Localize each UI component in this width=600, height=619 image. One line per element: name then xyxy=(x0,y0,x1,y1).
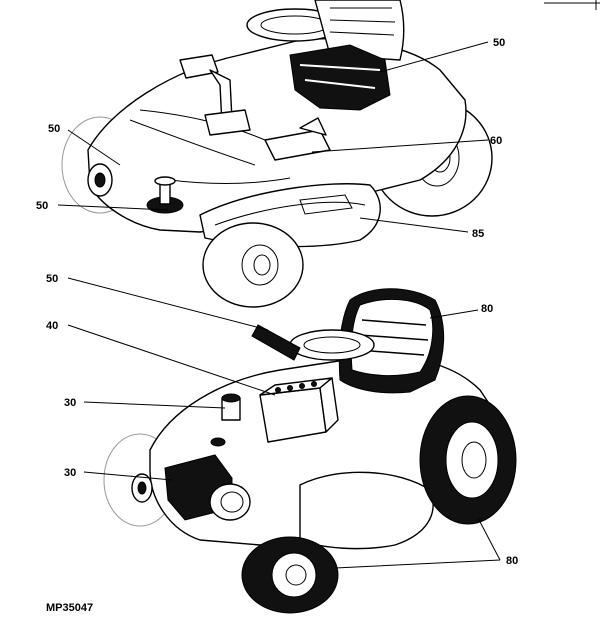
battery xyxy=(259,387,327,443)
callout-label: 50 xyxy=(48,123,60,135)
tractor-top-illustration xyxy=(61,0,493,308)
callout-label: 50 xyxy=(36,200,48,212)
dipstick-cap xyxy=(210,437,226,447)
callout-label: 50 xyxy=(493,37,505,49)
callout-label: 80 xyxy=(481,303,493,315)
callout-label: 40 xyxy=(46,320,58,332)
lift-lever xyxy=(251,324,301,361)
mower-deck xyxy=(299,471,434,550)
callout-label: 50 xyxy=(46,273,58,285)
seat xyxy=(314,0,405,61)
engine-assembly xyxy=(289,44,391,111)
linkage xyxy=(264,129,331,161)
figure-id: MP35047 xyxy=(46,602,93,614)
front-wheel xyxy=(202,222,304,308)
pedal xyxy=(179,54,219,79)
callout-label: 85 xyxy=(472,228,484,240)
steering-wheel xyxy=(289,329,375,361)
muffler xyxy=(209,483,251,521)
callout-label: 30 xyxy=(64,397,76,409)
tractor-bottom-illustration xyxy=(103,288,517,614)
callout-label: 60 xyxy=(490,135,502,147)
callout-label: 80 xyxy=(506,555,518,567)
callout-label: 30 xyxy=(64,467,76,479)
